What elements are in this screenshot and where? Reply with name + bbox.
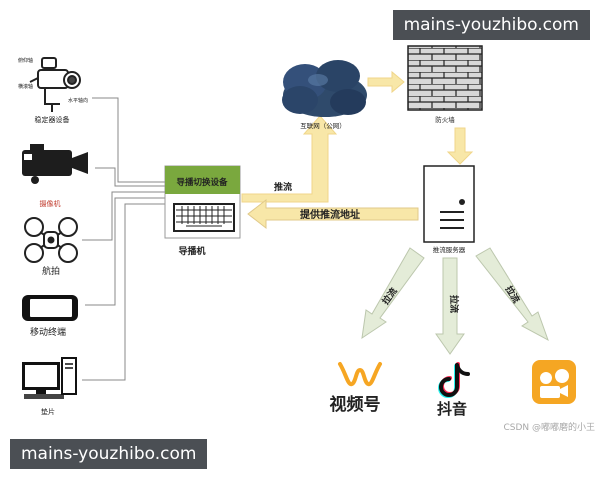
- director-label: 导播机: [178, 245, 205, 257]
- provide-address-arrow: [247, 198, 419, 230]
- stabilizer-part-label: 横滚轴: [18, 83, 33, 90]
- firewall-to-server-arrow: [446, 127, 474, 165]
- credit-text: CSDN @嘟嘟磨的小王: [503, 421, 595, 433]
- stabilizer-icon: [29, 57, 81, 112]
- server-icon: [423, 165, 475, 243]
- pull-arrow-mid: [435, 257, 465, 355]
- watermark-top: mains-youzhibo.com: [392, 10, 590, 40]
- push-label: 推流: [274, 181, 292, 193]
- keyboard-icon: [173, 203, 235, 232]
- server-label: 推流服务器: [433, 245, 466, 254]
- pull-arrow-left: [361, 247, 425, 340]
- director-switcher: [164, 165, 241, 239]
- firewall-label: 防火墙: [435, 115, 455, 124]
- provide-address-label: 提供推流地址: [300, 208, 360, 221]
- keyboard-keys: [176, 206, 232, 227]
- director-header-bar: [165, 166, 240, 194]
- pc-icon: [22, 357, 77, 399]
- cloud-icon: [282, 60, 367, 117]
- pull-label-mid: 拉流: [448, 295, 460, 313]
- cloud-to-firewall-arrow: [367, 70, 405, 94]
- stabilizer-part-label: 俯仰轴: [18, 57, 33, 64]
- drone-icon: [24, 217, 78, 263]
- douyin-logo-icon: [438, 362, 470, 398]
- mobile-icon: [22, 295, 78, 321]
- stabilizer-label: 稳定器设备: [35, 115, 70, 124]
- pull-arrow-right: [475, 247, 549, 342]
- camera-label: 摄像机: [40, 199, 61, 208]
- push-arrow: [241, 115, 338, 203]
- shipinhao-label: 视频号: [330, 394, 381, 415]
- video-camera-icon: [22, 144, 88, 184]
- douyin-label: 抖音: [437, 400, 467, 418]
- watermark-bottom: mains-youzhibo.com: [10, 439, 208, 469]
- director-header-label: 导播切换设备: [176, 177, 228, 188]
- mobile-label: 移动终端: [30, 326, 66, 338]
- firewall-icon: [407, 45, 483, 111]
- kuaishou-logo-icon: [532, 360, 576, 404]
- cloud-label: 互联网（公网）: [300, 121, 346, 130]
- stabilizer-part-label: 水平轴向: [68, 97, 88, 104]
- pc-label: 垫片: [41, 407, 55, 416]
- drone-label: 航拍: [42, 265, 60, 277]
- device-connection-lines: [82, 97, 165, 381]
- shipinhao-logo-icon: [338, 362, 382, 387]
